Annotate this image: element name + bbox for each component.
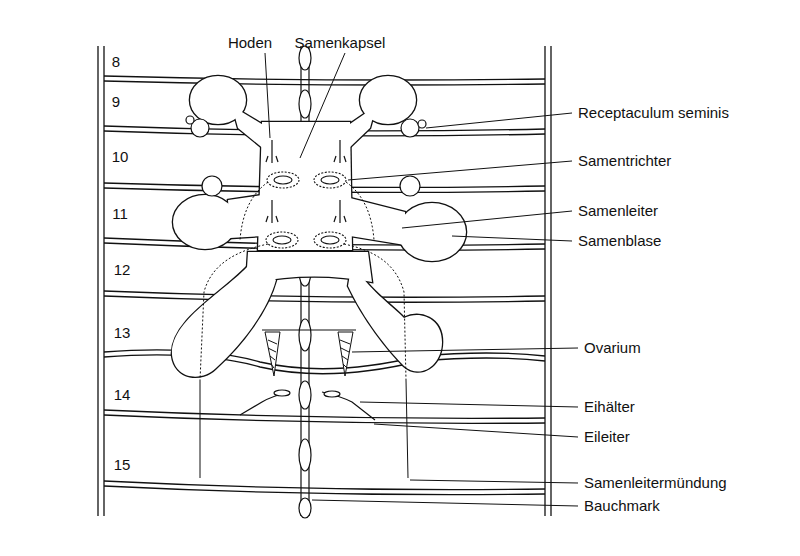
body-outline [97, 46, 98, 516]
septum [262, 329, 356, 330]
sperm-funnel [266, 172, 346, 248]
part-label: Bauchmark [583, 497, 661, 515]
part-label: Samenleiter [577, 202, 659, 220]
ovary [265, 332, 353, 376]
part-label: Samenkapsel [294, 34, 387, 52]
part-label: Samenblase [577, 232, 662, 250]
body-outline [103, 46, 104, 516]
segment-number: 10 [111, 148, 130, 166]
part-label: Receptaculum seminis [577, 104, 730, 122]
part-label: Hoden [227, 34, 273, 52]
part-label: Samenleitermündung [583, 474, 728, 492]
segment-boundary [104, 76, 545, 495]
segment-number: 11 [111, 205, 129, 223]
part-label: Eileiter [583, 428, 631, 446]
body-outline [544, 46, 545, 516]
sperm-duct [200, 182, 408, 478]
segment-number: 13 [113, 324, 132, 342]
segment-number: 14 [113, 386, 132, 404]
segment-number: 15 [113, 456, 132, 474]
part-label: Samentrichter [577, 152, 672, 170]
part-label: Eihälter [583, 398, 636, 416]
oviduct [240, 390, 375, 420]
body-outline [550, 46, 551, 516]
segment-number: 8 [111, 53, 121, 71]
part-label: Ovarium [583, 339, 642, 357]
testis [266, 140, 346, 223]
ventral-nerve-cord [299, 46, 311, 518]
segment-number: 12 [113, 261, 132, 279]
leader-line [265, 53, 578, 506]
body-wall [98, 46, 551, 516]
seminal-receptacle [186, 116, 426, 196]
segment-number: 9 [111, 93, 121, 111]
